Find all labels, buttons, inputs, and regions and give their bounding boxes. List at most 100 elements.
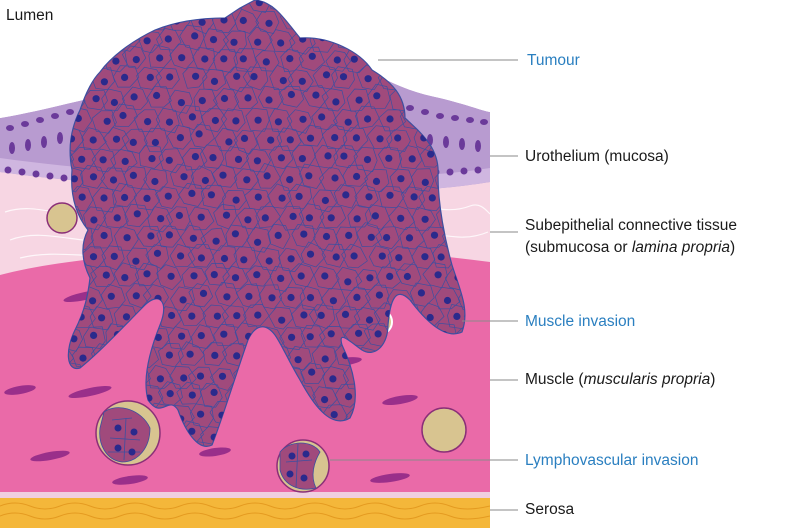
tumour-cell: [321, 124, 348, 149]
tumour-cell-nucleus: [262, 58, 270, 66]
tumour-cell-nucleus: [405, 234, 414, 242]
tumour-cell-nucleus: [364, 75, 372, 83]
tumour-cell: [202, 69, 227, 91]
tumour-cell: [298, 203, 325, 230]
tumour-cell: [353, 307, 381, 331]
tumour-cell: [190, 441, 217, 447]
tumour-cell: [319, 326, 346, 348]
tumour-cell-nucleus: [164, 192, 172, 200]
tumour-cell-nucleus: [417, 289, 425, 297]
tumour-cell-nucleus: [218, 372, 227, 380]
tumour-cell-nucleus: [385, 154, 393, 162]
tumour-cell: [401, 0, 426, 12]
tumour-cell: [83, 326, 106, 349]
tumour-cell: [147, 206, 173, 233]
tumour-cell: [177, 341, 205, 366]
tumour-cell: [325, 50, 352, 72]
tumour-cell: [233, 48, 257, 72]
tumour-cell-nucleus: [287, 293, 295, 302]
tumour-cell: [308, 0, 336, 11]
tumour-cell-nucleus: [268, 294, 276, 302]
tumour-cell: [287, 346, 313, 371]
tumour-cell: [201, 0, 224, 11]
tumour-cell-nucleus: [180, 374, 188, 382]
tumour-cell: [363, 6, 390, 30]
tumour-cell-nucleus: [80, 0, 88, 1]
tumour-cell-nucleus: [156, 375, 164, 383]
tumour-cell: [457, 287, 465, 311]
tumour-cell: [245, 107, 270, 132]
tumour-cell: [121, 6, 148, 29]
tumour-cell: [356, 24, 384, 50]
tumour-cell-nucleus: [295, 192, 303, 200]
tumour-cell: [463, 26, 465, 51]
tumour-cell: [411, 168, 435, 192]
tumour-cell: [278, 86, 304, 108]
tumour-cell-nucleus: [277, 154, 285, 162]
tumour-cell-nucleus: [277, 274, 285, 282]
tumour-cell-nucleus: [100, 78, 108, 86]
tumour-cell-nucleus: [133, 210, 141, 218]
tumour-cell-nucleus: [198, 18, 206, 26]
tumour-cell: [79, 6, 106, 31]
tumour-cell: [466, 66, 490, 87]
tumour-cell: [203, 342, 228, 366]
tumour-cell: [234, 168, 260, 190]
tumour-cell: [321, 243, 347, 268]
tumour-cell-nucleus: [305, 214, 313, 222]
tumour-cell: [212, 245, 238, 269]
tumour-cell-nucleus: [324, 152, 332, 160]
tumour-cell-nucleus: [103, 117, 111, 125]
tumour-cell: [136, 225, 163, 248]
tumour-cell: [200, 383, 223, 408]
tumour-cell: [454, 45, 465, 70]
tumour-cell-nucleus: [176, 134, 184, 142]
tumour-cell-nucleus: [147, 232, 155, 240]
tumour-cell-nucleus: [287, 90, 295, 99]
tumour-cell-nucleus: [300, 311, 308, 319]
tumour-cell-nucleus: [254, 193, 262, 201]
tumour-cell: [182, 148, 208, 171]
tumour-cell: [412, 206, 436, 231]
tumour-cell: [155, 67, 180, 90]
tumour-cell: [181, 266, 208, 290]
tumour-cell-nucleus: [455, 38, 463, 46]
tumour-cell-nucleus: [332, 253, 340, 261]
tumour-cell: [167, 326, 192, 350]
tumour-cell-nucleus: [211, 116, 219, 125]
tumour-cell: [244, 188, 271, 211]
tumour-cell-nucleus: [201, 55, 209, 63]
tumour-cell-nucleus: [378, 252, 386, 260]
tumour-cell: [222, 190, 247, 210]
tumour-cell-nucleus: [321, 196, 329, 205]
tumour-cell: [345, 8, 369, 31]
tumour-cell-nucleus: [207, 191, 215, 199]
tumour-cell-nucleus: [76, 36, 84, 44]
tumour-cell-nucleus: [288, 333, 296, 341]
tumour-cell: [269, 29, 296, 53]
tumour-cell: [68, 30, 95, 56]
tumour-cell-nucleus: [350, 252, 358, 260]
tumour-cell-nucleus: [177, 99, 185, 107]
tumour-cell: [312, 189, 338, 213]
tumour-cell: [222, 265, 249, 290]
tumour-cell: [255, 205, 281, 229]
tumour-cell-nucleus: [277, 39, 285, 47]
tumour-cell-nucleus: [153, 16, 161, 24]
tumour-cell: [233, 129, 258, 155]
tumour-cell-nucleus: [56, 74, 63, 81]
tumour-cell: [69, 146, 97, 170]
tumour-cell-nucleus: [332, 98, 340, 106]
tumour-cell-nucleus: [151, 138, 159, 147]
tumour-cell: [300, 324, 326, 348]
tumour-cell-nucleus: [230, 38, 238, 46]
tumour-cell: [83, 206, 107, 231]
tumour-cell-nucleus: [121, 193, 129, 202]
tumour-cell: [335, 305, 361, 329]
tumour-cell-nucleus: [261, 214, 269, 222]
tumour-cell-nucleus: [180, 173, 188, 181]
tumour-cell: [375, 0, 400, 13]
tumour-cell-nucleus: [350, 55, 358, 63]
tumour-cell: [313, 265, 340, 290]
tumour-cell: [91, 110, 117, 134]
